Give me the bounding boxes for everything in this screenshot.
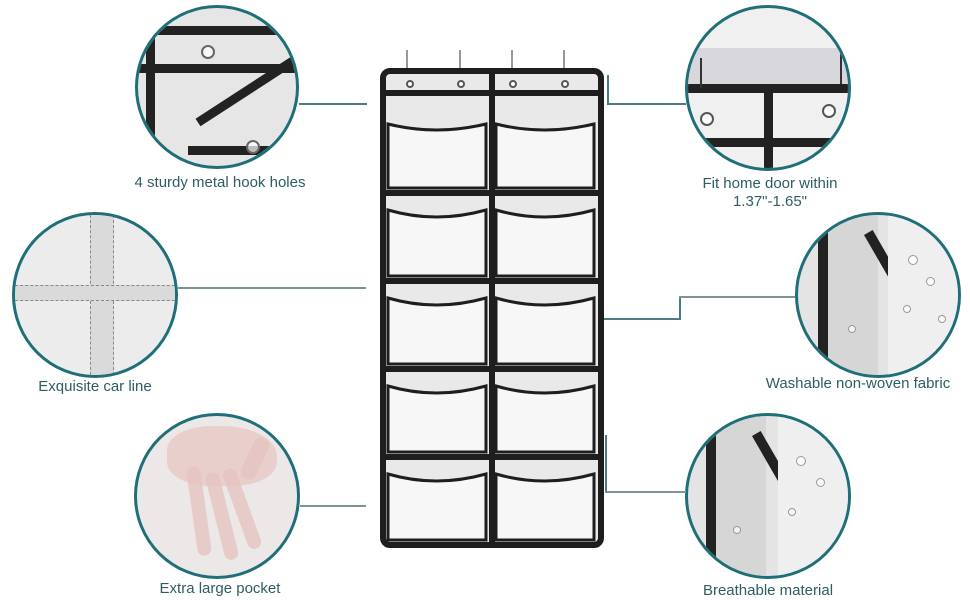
feature-label-breathable: Breathable material (702, 582, 834, 599)
door-fit-line2: 1.37"-1.65" (732, 193, 808, 210)
connector-line (607, 75, 609, 104)
feature-label-hook-holes: 4 sturdy metal hook holes (134, 174, 306, 191)
shoe-organizer (380, 68, 604, 548)
over-door-hook-closeup-icon (685, 5, 851, 171)
connector-line (605, 491, 686, 493)
hook-hole-icon (457, 80, 465, 88)
feature-label-door-fit: Fit home door within 1.37"-1.65" (680, 175, 860, 211)
feature-label-washable: Washable non-woven fabric (765, 375, 951, 392)
feature-label-car-line: Exquisite car line (38, 378, 152, 395)
connector-line (679, 296, 795, 298)
feature-label-pocket: Extra large pocket (159, 580, 281, 597)
connector-line (178, 287, 366, 289)
door-hook (459, 50, 461, 68)
hand-in-pocket-closeup-icon (134, 413, 300, 579)
door-hook (511, 50, 513, 68)
door-hook (563, 50, 565, 68)
hook-holes-closeup-icon (135, 5, 299, 169)
hook-hole-icon (406, 80, 414, 88)
door-fit-line1: Fit home door within (702, 175, 838, 192)
connector-line (679, 296, 681, 320)
door-hook (406, 50, 408, 68)
hook-hole-icon (509, 80, 517, 88)
mesh-fabric-closeup-icon (685, 413, 851, 579)
connector-line (300, 505, 366, 507)
connector-line (605, 435, 607, 493)
connector-line (604, 318, 681, 320)
water-drops-fabric-closeup-icon (795, 212, 961, 378)
stitching-closeup-icon (12, 212, 178, 378)
connector-line (607, 103, 686, 105)
hook-hole-icon (561, 80, 569, 88)
connector-line (299, 103, 367, 105)
